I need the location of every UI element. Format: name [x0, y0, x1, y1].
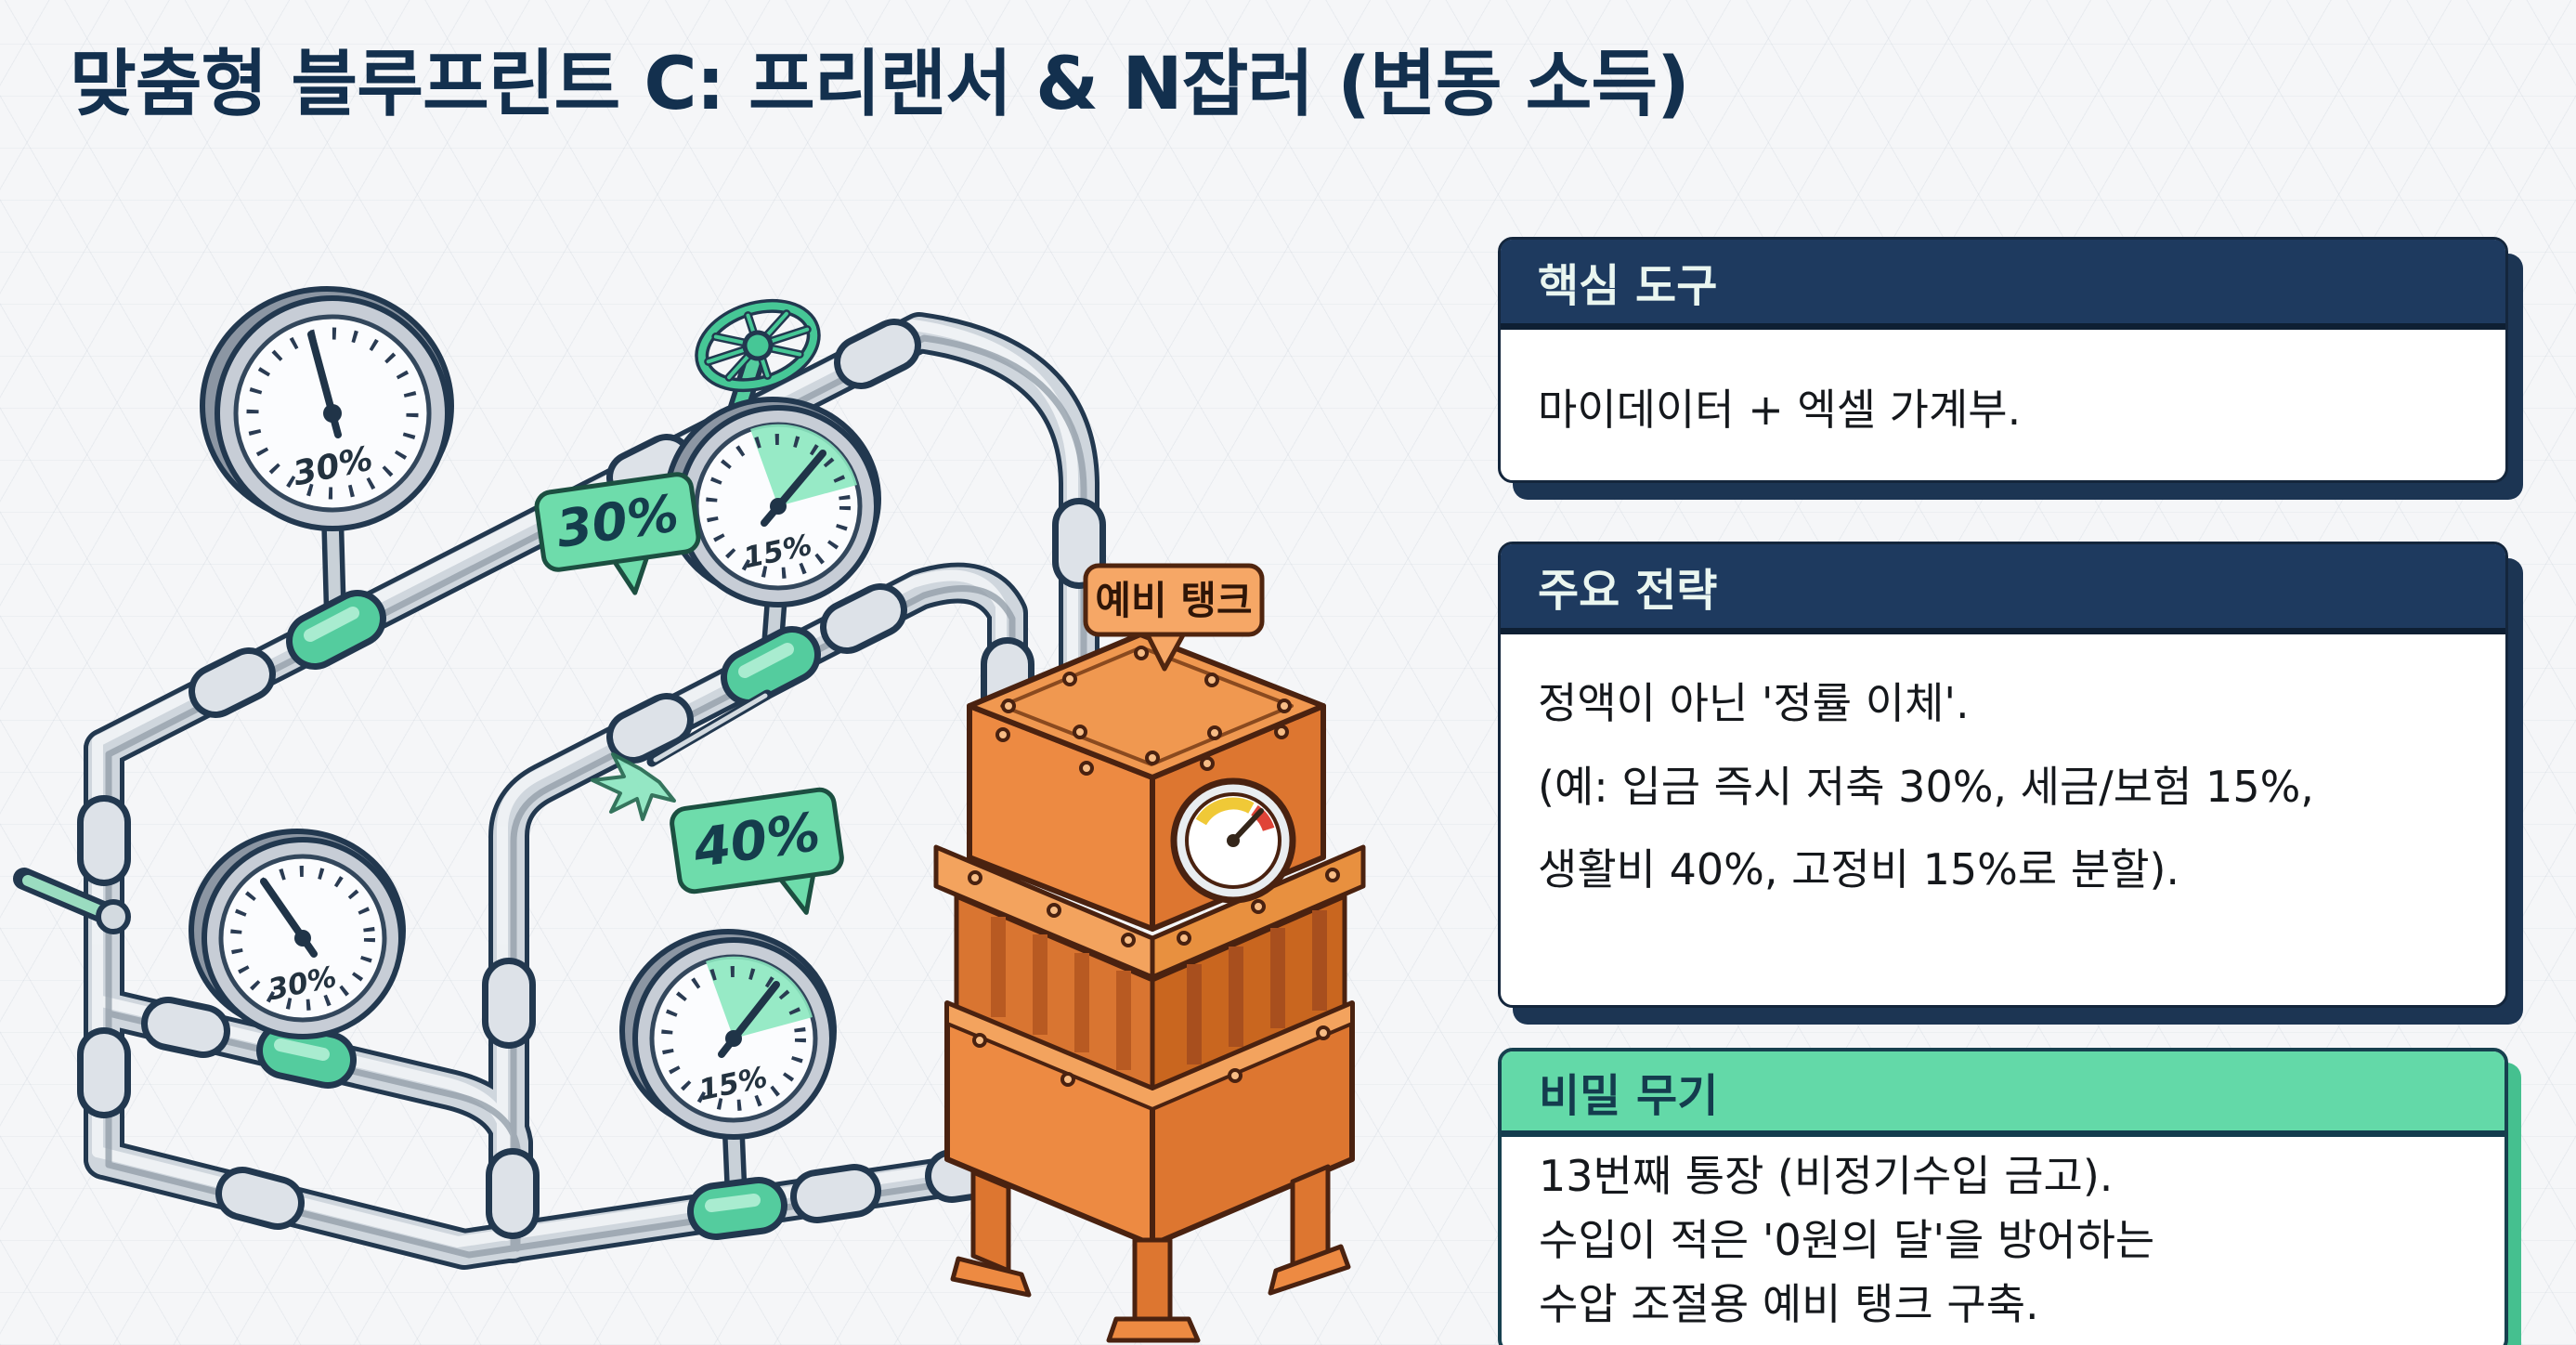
card-title: 주요 전략	[1538, 565, 1718, 617]
page-title: 맞춤형 블루프린트 C: 프리랜서 & N잡러 (변동 소득)	[70, 43, 1690, 126]
gauge-mid-left: 30%	[189, 829, 406, 1039]
lever-handle	[13, 868, 131, 934]
nozzle-leak	[591, 689, 773, 821]
card-body-line: (예: 입금 즉시 저축 30%, 세금/보험 15%,	[1538, 761, 2314, 812]
card-secret-weapon: 비밀 무기 13번째 통장 (비정기수입 금고). 수입이 적은 '0원의 달'…	[1498, 1048, 2508, 1345]
tank-gauge	[1170, 777, 1296, 904]
tank-top-face	[967, 632, 1326, 780]
card-body-line: 수압 조절용 예비 탱크 구축.	[1539, 1279, 2039, 1329]
tank-label-bubble: 예비 탱크	[1083, 563, 1265, 672]
card-body-line: 정액이 아닌 '정률 이체'.	[1538, 678, 1970, 728]
card-header: 주요 전략	[1501, 544, 2505, 634]
card-body: 정액이 아닌 '정률 이체'. (예: 입금 즉시 저축 30%, 세금/보험 …	[1501, 634, 2505, 931]
bubble-40-percent: 40%	[670, 787, 844, 915]
bubble-30-percent: 30%	[534, 472, 701, 595]
card-body-line: 생활비 40%, 고정비 15%로 분할).	[1538, 844, 2180, 895]
tank-rivets	[968, 646, 1340, 1087]
gauge-top-center: 15%	[664, 397, 881, 607]
card-body: 마이데이터 + 엑셀 가계부.	[1501, 330, 2505, 471]
card-body: 13번째 통장 (비정기수입 금고). 수입이 적은 '0원의 달'을 방어하는…	[1502, 1137, 2504, 1345]
tank-legs	[950, 1164, 1351, 1343]
pipe-diagram-illustration: 30% 15% 30%	[13, 286, 1366, 1343]
card-title: 비밀 무기	[1539, 1069, 1719, 1122]
gauge-bottom-center: 15%	[619, 929, 837, 1140]
card-core-tools: 핵심 도구 마이데이터 + 엑셀 가계부.	[1498, 237, 2508, 483]
reserve-tank	[933, 632, 1366, 1343]
tank-ribs	[991, 917, 1131, 1070]
gauge-top-left: 30%	[200, 286, 454, 531]
card-header: 핵심 도구	[1501, 240, 2505, 330]
card-body-line: 수입이 적은 '0원의 달'을 방어하는	[1539, 1215, 2155, 1265]
card-title: 핵심 도구	[1538, 260, 1718, 312]
card-header: 비밀 무기	[1502, 1051, 2504, 1137]
tank-label: 예비 탱크	[1095, 578, 1252, 623]
leak-splash-icon	[591, 752, 676, 821]
card-main-strategy: 주요 전략 정액이 아닌 '정률 이체'. (예: 입금 즉시 저축 30%, …	[1498, 542, 2508, 1008]
card-body-line: 13번째 통장 (비정기수입 금고).	[1539, 1151, 2114, 1201]
card-body-line: 마이데이터 + 엑셀 가계부.	[1538, 385, 2022, 435]
